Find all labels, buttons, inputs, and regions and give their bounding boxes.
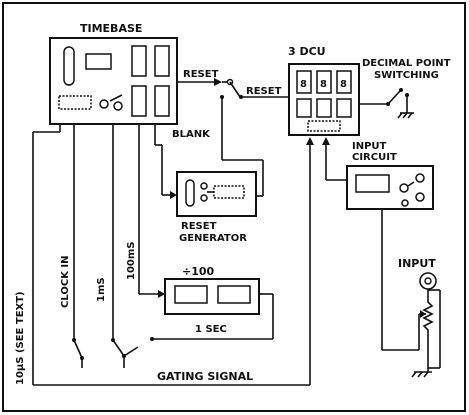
- dcu-digit-1: 8: [300, 79, 307, 90]
- timebase-reset-label: RESET: [183, 69, 219, 80]
- diagram-border: [2, 2, 466, 412]
- decimal-point-label-1: DECIMAL POINT: [362, 58, 451, 69]
- reset-switch-pivot-icon: [226, 78, 234, 86]
- dcu-unit: 8 8 8: [288, 63, 360, 136]
- dcu-digit-2: 8: [320, 79, 327, 90]
- divider-label: ÷100: [182, 265, 215, 278]
- dcu-reset-label: RESET: [246, 86, 282, 97]
- timebase-chip-col1-bottom: [131, 85, 147, 117]
- potentiometer-icon: [419, 298, 434, 368]
- timebase-chip-col2-bottom: [154, 85, 170, 117]
- clock-in-label: CLOCK IN: [60, 255, 71, 308]
- dcu-label: 3 DCU: [288, 45, 326, 58]
- timebase-chip-small: [85, 53, 112, 70]
- one-sec-label: 1 SEC: [195, 324, 227, 335]
- ground-icon-decimal: [397, 112, 414, 119]
- reset-generator-label-2: GENERATOR: [179, 233, 247, 244]
- ten-us-label: 10μS (SEE TEXT): [15, 291, 26, 385]
- gating-signal-label: GATING SIGNAL: [157, 370, 253, 383]
- reset-generator-label-1: RESET: [181, 221, 217, 232]
- timebase-chip-col1-top: [131, 45, 147, 77]
- timebase-trimmer-icon: [99, 99, 109, 109]
- input-circuit-unit: [346, 165, 434, 210]
- decimal-point-label-2: SWITCHING: [374, 70, 439, 81]
- one-ms-label: 1mS: [96, 277, 107, 302]
- divider-unit: [164, 278, 260, 315]
- input-jack-icon: [419, 272, 437, 290]
- reset-generator-unit: [176, 171, 257, 217]
- timebase-chip-dip: [58, 95, 92, 110]
- timebase-label: TIMEBASE: [80, 22, 142, 35]
- timebase-chip-vertical-left: [63, 46, 75, 86]
- input-circuit-label-1: INPUT: [352, 141, 387, 152]
- hundred-ms-label: 100mS: [126, 242, 137, 281]
- timebase-trimmer-icon-2: [113, 101, 123, 111]
- input-label: INPUT: [398, 257, 436, 270]
- dcu-digit-3: 8: [340, 79, 347, 90]
- input-circuit-label-2: CIRCUIT: [352, 152, 397, 163]
- timebase-unit: [49, 37, 178, 125]
- blank-label: BLANK: [172, 129, 211, 140]
- timebase-chip-col2-top: [154, 45, 170, 77]
- ground-icon-input: [411, 371, 432, 378]
